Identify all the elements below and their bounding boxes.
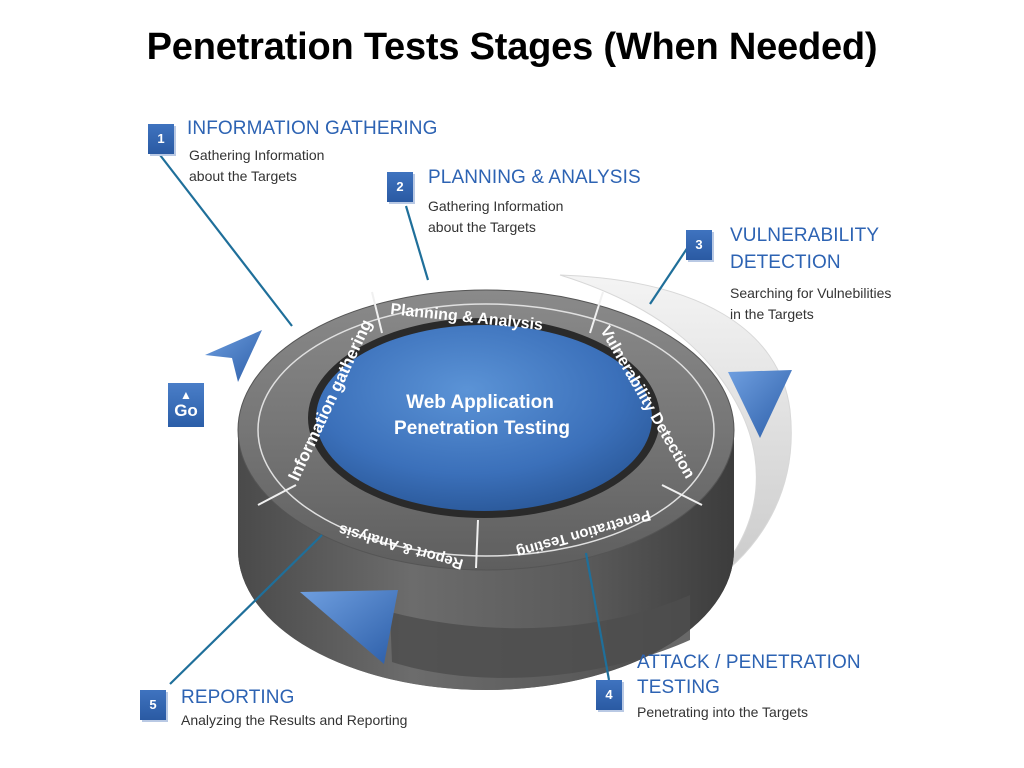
- stage-4-number-badge: 4: [596, 680, 622, 710]
- page-title: Penetration Tests Stages (When Needed): [146, 26, 878, 68]
- stage-1-desc-line1: Gathering Information: [189, 147, 325, 163]
- stage-4-desc-line1: Penetrating into the Targets: [637, 704, 808, 720]
- stage-2-title: PLANNING & ANALYSIS: [428, 167, 641, 188]
- connector-lines: [159, 154, 689, 685]
- center-text-line1: Web Application: [406, 392, 554, 413]
- cycle-arrow-right: [728, 370, 792, 438]
- stage-1-title: INFORMATION GATHERING: [187, 118, 438, 139]
- center-ellipse: [316, 325, 652, 511]
- stage-2-desc-line2: about the Targets: [428, 219, 536, 235]
- stage-4-title-line1: ATTACK / PENETRATION: [637, 652, 861, 673]
- stage-4-title-line2: TESTING: [637, 677, 721, 698]
- stage-3-desc-line1: Searching for Vulnebilities: [730, 285, 892, 301]
- center-text-line2: Penetration Testing: [394, 418, 570, 439]
- stage-3-title-line1: VULNERABILITY: [730, 225, 880, 246]
- up-arrow-icon: ▲: [180, 388, 192, 402]
- stage-5-title: REPORTING: [181, 687, 295, 708]
- stage-1-desc-line2: about the Targets: [189, 168, 297, 184]
- stage-2-number-badge: 2: [387, 172, 413, 202]
- stage-1-number-badge: 1: [148, 124, 174, 154]
- go-button: ▲ Go: [168, 383, 204, 427]
- disk-top-inner-ring: [257, 303, 715, 557]
- go-label: Go: [174, 401, 198, 420]
- cycle-arrow-top-left: [205, 330, 262, 382]
- cycle-arrow-bottom: [300, 590, 398, 664]
- disk-step: [390, 595, 690, 678]
- stage-5-number-badge: 5: [140, 690, 166, 720]
- ring-dividers: [257, 291, 703, 569]
- stage-5-desc-line1: Analyzing the Results and Reporting: [181, 712, 408, 728]
- stage-3-number-badge: 3: [686, 230, 712, 260]
- stage-3-desc-line2: in the Targets: [730, 306, 814, 322]
- stage-3-title-line2: DETECTION: [730, 252, 841, 273]
- stage-2-desc-line1: Gathering Information: [428, 198, 564, 214]
